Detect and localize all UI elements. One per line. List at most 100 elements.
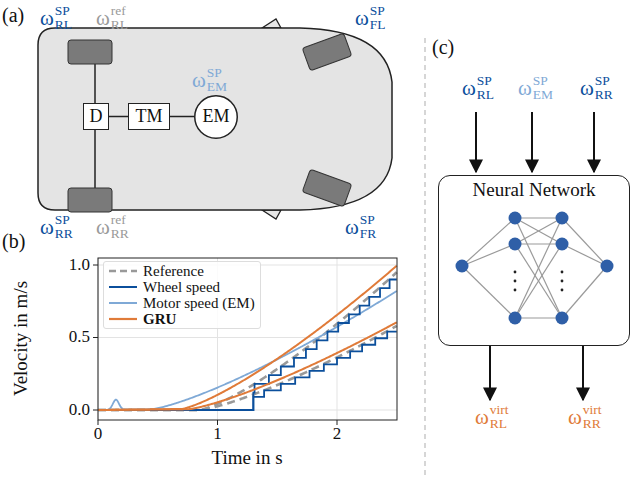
tick-label: 1.0	[69, 256, 90, 275]
axis-title: Time in s	[211, 448, 282, 469]
axis-title: Velocity in m/s	[12, 280, 33, 395]
signal-label: ωrefRR	[96, 213, 129, 241]
superscript: virt	[583, 403, 602, 417]
subscript: FL	[370, 18, 386, 32]
superscript: ref	[111, 213, 129, 227]
data-curve	[98, 322, 397, 410]
superscript: SP	[370, 4, 386, 18]
legend-sample	[108, 266, 138, 276]
subscript: RL	[477, 88, 494, 102]
subscript: RL	[490, 417, 509, 431]
signal-label: ωSPFL	[355, 4, 386, 32]
signal-label: ωrefRL	[96, 4, 128, 32]
signal-label: ωSPFR	[345, 213, 376, 241]
network-drawing	[456, 212, 614, 325]
signal-symbol: ω	[518, 78, 532, 99]
signal-symbol: ω	[40, 8, 54, 29]
signal-symbol: ω	[355, 8, 369, 29]
signal-label: ωvirtRL	[475, 403, 509, 431]
index-stack: refRL	[111, 4, 128, 32]
superscript: virt	[490, 403, 509, 417]
shaft-line	[109, 116, 128, 118]
superscript: SP	[360, 213, 377, 227]
subscript: RR	[111, 227, 129, 241]
index-stack: SPFL	[370, 4, 386, 32]
subscript: RL	[111, 18, 128, 32]
index-stack: SPRL	[477, 74, 494, 102]
superscript: SP	[207, 66, 227, 80]
index-stack: virtRR	[583, 403, 602, 431]
panel-letter: (c)	[432, 36, 454, 58]
signal-symbol: ω	[580, 78, 594, 99]
node-text: EM	[203, 107, 230, 127]
chart-frame	[93, 258, 397, 425]
subscript: EM	[533, 88, 553, 102]
signal-symbol: ω	[96, 217, 110, 238]
signal-label: ωSPRL	[462, 74, 494, 102]
signal-label: ωSPRR	[40, 213, 73, 241]
index-stack: refRR	[111, 213, 129, 241]
legend-entry: Reference	[108, 263, 255, 279]
index-stack: SPRL	[55, 4, 72, 32]
tick-label: 0.5	[69, 328, 90, 347]
node-text: D	[90, 107, 103, 127]
subscript: RR	[595, 88, 613, 102]
tick-label: 0.0	[69, 401, 90, 420]
index-stack: SPRR	[595, 74, 613, 102]
network-box: Neural Network	[438, 175, 630, 346]
signal-symbol: ω	[345, 217, 359, 238]
legend-text: Reference	[143, 263, 204, 280]
signal-symbol: ω	[192, 70, 206, 91]
superscript: SP	[55, 213, 73, 227]
tick-label: 0	[94, 425, 103, 444]
motor-circle: EM	[194, 95, 238, 139]
drive-box: D	[83, 103, 109, 130]
signal-label: ωSPRR	[580, 74, 613, 102]
legend-entry: GRU	[108, 311, 255, 327]
legend-text: Wheel speed	[143, 279, 220, 296]
signal-label: ωSPEM	[518, 74, 553, 102]
legend-entry: Motor speed (EM)	[108, 295, 255, 311]
vehicle-drawing	[38, 19, 392, 219]
shaft-line	[170, 116, 194, 118]
superscript: SP	[595, 74, 613, 88]
subscript: RR	[55, 227, 73, 241]
data-curve	[98, 332, 397, 410]
index-stack: SPEM	[207, 66, 227, 94]
legend-text: GRU	[143, 311, 176, 328]
tick-label: 2	[333, 425, 342, 444]
signal-symbol: ω	[462, 78, 476, 99]
subscript: RR	[583, 417, 602, 431]
signal-label: ωvirtRR	[568, 403, 602, 431]
signal-symbol: ω	[568, 407, 582, 428]
legend-sample	[108, 314, 138, 324]
signal-label: ωSPRL	[40, 4, 72, 32]
subscript: EM	[207, 80, 227, 94]
subscript: FR	[360, 227, 377, 241]
index-stack: SPRR	[55, 213, 73, 241]
legend-text: Motor speed (EM)	[143, 295, 255, 312]
panel-separator	[424, 38, 425, 478]
index-stack: SPEM	[533, 74, 553, 102]
legend-entry: Wheel speed	[108, 279, 255, 295]
signal-arrows	[476, 112, 594, 400]
panel-letter: (a)	[2, 4, 24, 26]
signal-label: ωSPEM	[192, 66, 227, 94]
signal-symbol: ω	[475, 407, 489, 428]
legend-sample	[108, 282, 138, 292]
node-text: TM	[136, 107, 163, 127]
tick-label: 1	[213, 425, 222, 444]
panel-letter: (b)	[2, 230, 25, 252]
superscript: ref	[111, 4, 128, 18]
node-text: Neural Network	[473, 180, 596, 201]
superscript: SP	[55, 4, 72, 18]
index-stack: SPFR	[360, 213, 377, 241]
drive-box: TM	[128, 103, 170, 130]
data-curve	[98, 326, 397, 410]
index-stack: virtRL	[490, 403, 509, 431]
signal-symbol: ω	[96, 8, 110, 29]
legend-sample	[108, 298, 138, 308]
